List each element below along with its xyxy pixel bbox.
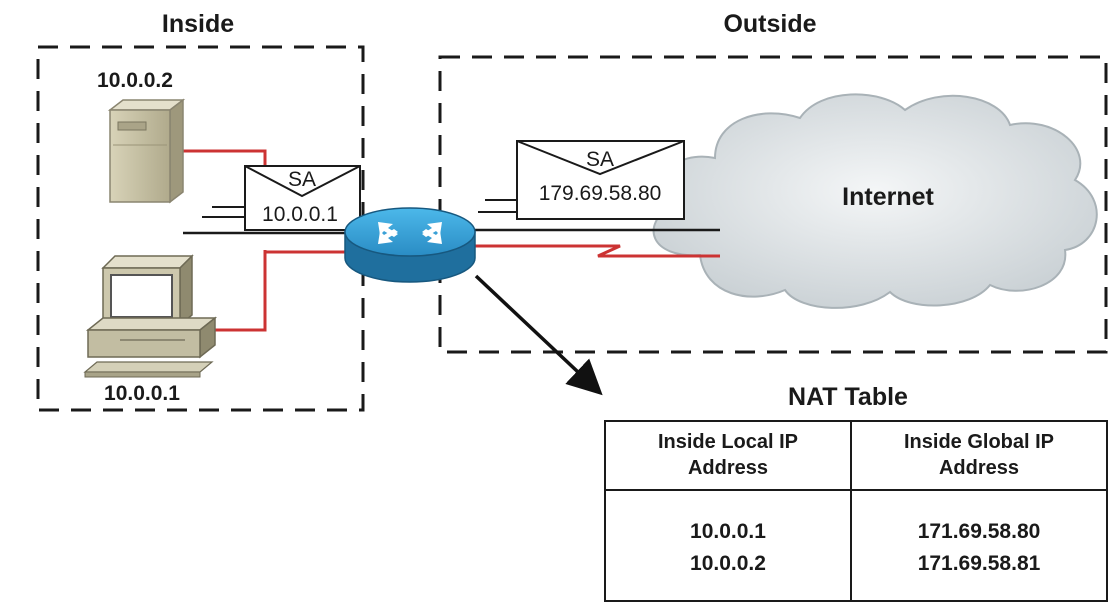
nat-row2-global: 171.69.58.81 [918, 552, 1041, 575]
nat-col2-header-line2: Address [939, 457, 1019, 479]
server-ip-label: 10.0.0.2 [97, 69, 173, 92]
nat-row1-local: 10.0.0.1 [690, 520, 766, 543]
inside-packet-address: 10.0.0.1 [262, 203, 338, 226]
outside-zone-label: Outside [723, 10, 816, 38]
envelope-icon [202, 165, 361, 231]
nat-row2-local: 10.0.0.2 [690, 552, 766, 575]
outside-zone-boundary [438, 55, 1108, 354]
cloud-icon [652, 93, 1098, 309]
nat-row1-global: 171.69.58.80 [918, 520, 1041, 543]
link-lines-dark [183, 228, 720, 235]
inside-zone-boundary [36, 45, 365, 412]
envelope-icon [478, 140, 685, 220]
nat-col1-header-line1: Inside Local IP [658, 431, 798, 453]
nat-arrow [474, 274, 603, 396]
outside-packet-header: SA [586, 148, 614, 171]
nat-table-title: NAT Table [788, 383, 908, 411]
outside-packet-address: 179.69.58.80 [539, 182, 662, 205]
nat-col2-header-line1: Inside Global IP [904, 431, 1054, 453]
cloud-label: Internet [842, 183, 934, 211]
pc-icon [83, 254, 218, 378]
nat-table [604, 420, 1108, 602]
pc-ip-label: 10.0.0.1 [104, 382, 180, 405]
nat-col1-header-line2: Address [688, 457, 768, 479]
inside-packet-header: SA [288, 168, 316, 191]
router-icon [344, 207, 476, 283]
inside-zone-label: Inside [162, 10, 234, 38]
server-icon [107, 98, 186, 204]
